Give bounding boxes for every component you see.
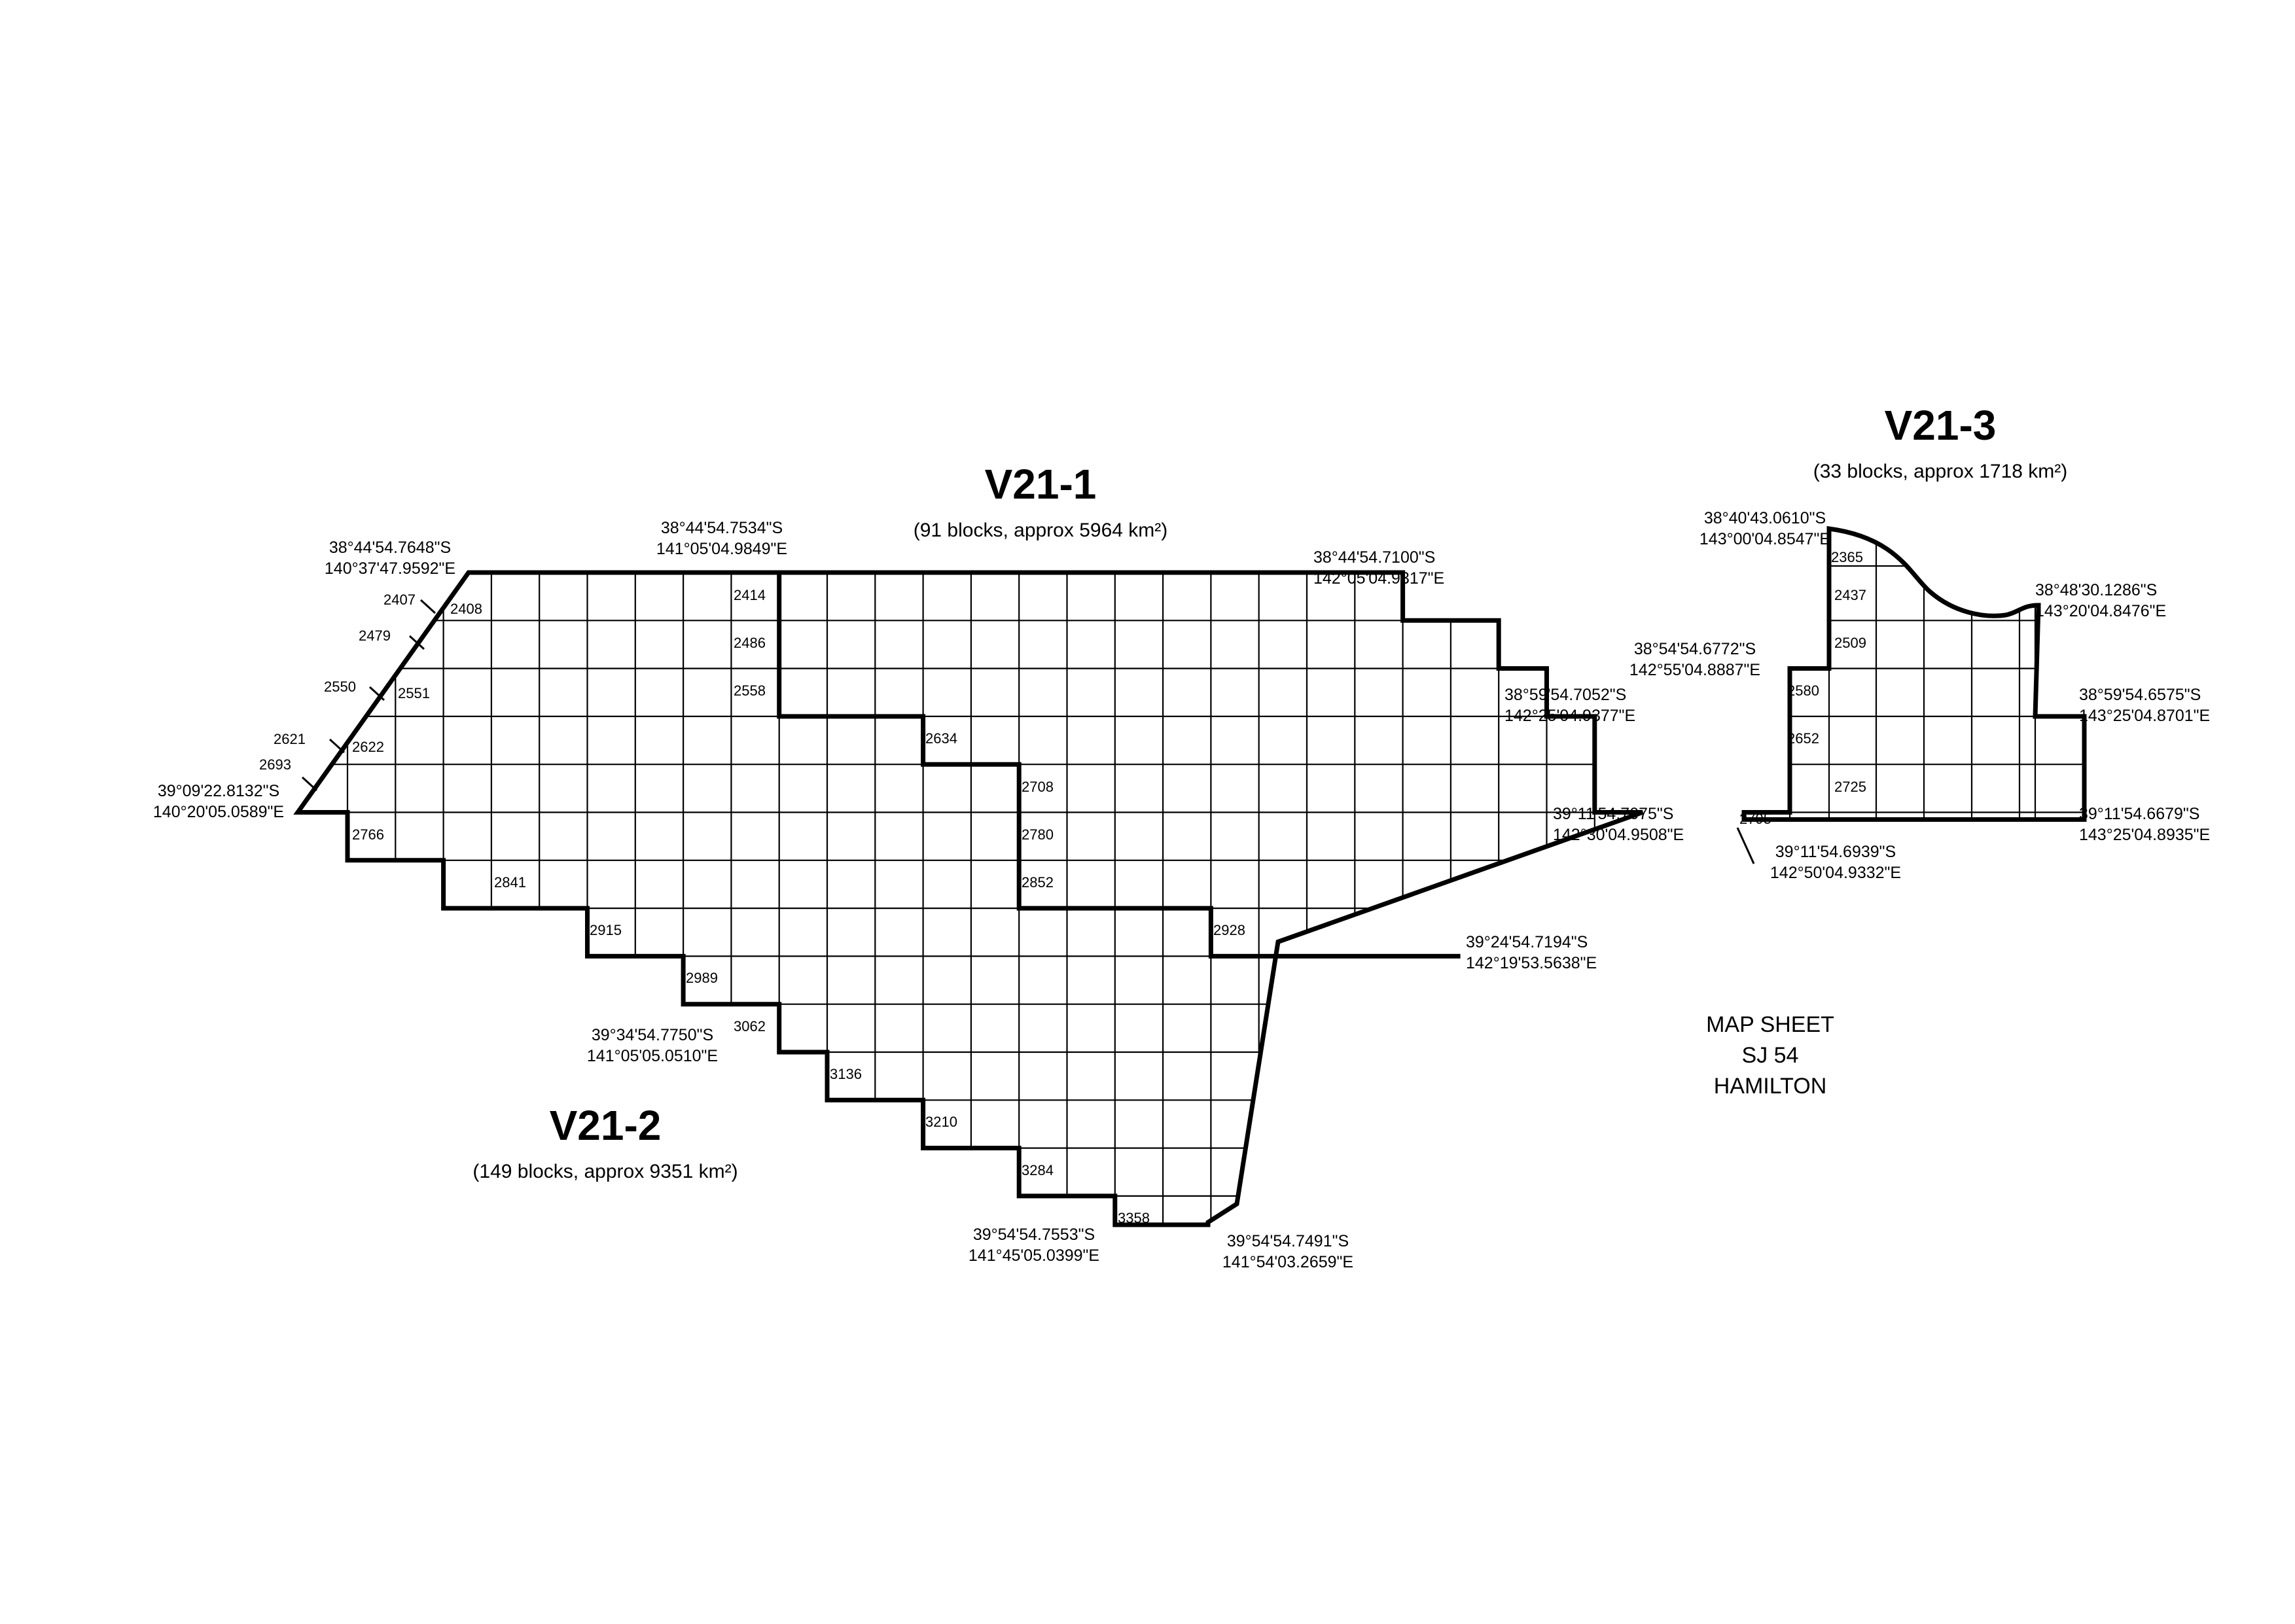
block-label: 2479 xyxy=(359,627,391,644)
block-label: 2766 xyxy=(352,826,384,843)
block-label: 2708 xyxy=(1022,779,1054,795)
area-subtitle-v21-3: (33 blocks, approx 1718 km²) xyxy=(1813,461,2068,482)
coord-c13-lat: 38°54'54.6772"S xyxy=(1634,640,1756,658)
coord-c8-lon: 141°05'05.0510"E xyxy=(587,1047,718,1065)
block-label: 2841 xyxy=(494,874,526,891)
area-title-v21-1: V21-1 xyxy=(985,461,1097,508)
coord-c12-lon: 143°20'04.8476"E xyxy=(2035,602,2166,620)
block-label: 3284 xyxy=(1022,1162,1054,1178)
coord-c5-lon: 142°30'04.9508"E xyxy=(1553,826,1684,844)
block-label: 2486 xyxy=(734,635,766,651)
block-label: 3358 xyxy=(1118,1210,1150,1226)
coord-c12-lat: 38°48'30.1286"S xyxy=(2035,581,2157,599)
coord-c1-lat: 38°44'54.7648"S xyxy=(329,538,451,557)
coord-c7-lat: 39°09'22.8132"S xyxy=(158,782,279,800)
coord-c9-lat: 39°54'54.7553"S xyxy=(973,1226,1095,1244)
block-label: 2408 xyxy=(450,601,482,617)
block-numbers: 2407 2408 2479 2550 2551 2621 2622 2693 … xyxy=(259,549,1866,1226)
block-label: 2509 xyxy=(1834,635,1866,651)
coord-c2-lat: 38°44'54.7534"S xyxy=(661,519,783,537)
block-label: 2365 xyxy=(1831,549,1863,565)
block-label: 2634 xyxy=(925,730,957,747)
block-label: 2414 xyxy=(734,587,766,603)
area-subtitle-v21-2: (149 blocks, approx 9351 km²) xyxy=(472,1161,738,1182)
corner-coordinates: 38°44'54.7648"S 140°37'47.9592"E 38°44'5… xyxy=(153,509,2210,1271)
area-outline-v21-3 xyxy=(1741,526,2087,822)
boundary-v21-1-v21-2 xyxy=(777,573,1461,959)
coord-c13-lon: 142°55'04.8887"E xyxy=(1629,661,1760,679)
block-label: 2852 xyxy=(1022,874,1054,891)
coord-c10-lon: 141°54'03.2659"E xyxy=(1222,1253,1353,1271)
block-label: 3062 xyxy=(734,1018,766,1034)
map-sheet-line2: SJ 54 xyxy=(1742,1043,1799,1068)
coord-c11-lon: 143°00'04.8547"E xyxy=(1699,530,1830,548)
coord-c3-lat: 38°44'54.7100"S xyxy=(1313,548,1435,567)
area-outline-main xyxy=(293,570,1644,1227)
coord-c1-lon: 140°37'47.9592"E xyxy=(325,559,455,578)
coord-c14-lon: 143°25'04.8701"E xyxy=(2079,707,2210,725)
block-label: 2795 xyxy=(1739,811,1771,827)
block-label: 2580 xyxy=(1787,682,1819,699)
block-label: 2558 xyxy=(734,682,766,699)
block-label: 2725 xyxy=(1834,779,1866,795)
coord-c5-lat: 39°11'54.7075"S xyxy=(1553,805,1673,823)
coord-c8-lat: 39°34'54.7750"S xyxy=(592,1026,713,1044)
block-label: 2407 xyxy=(383,591,416,608)
block-label: 3136 xyxy=(830,1066,862,1082)
block-label: 2437 xyxy=(1834,587,1866,603)
coord-c4-lat: 38°59'54.7052"S xyxy=(1504,686,1626,704)
block-label: 2550 xyxy=(324,679,356,695)
block-label: 2915 xyxy=(590,922,622,938)
coord-c3-lon: 142°05'04.9317"E xyxy=(1313,569,1444,588)
coord-c9-lon: 141°45'05.0399"E xyxy=(969,1246,1099,1265)
map-sheet-line1: MAP SHEET xyxy=(1706,1012,1834,1037)
block-label: 2989 xyxy=(686,970,718,986)
block-label: 2928 xyxy=(1213,922,1245,938)
block-label: 2551 xyxy=(398,685,430,701)
coord-c7-lon: 140°20'05.0589"E xyxy=(153,803,284,821)
block-label: 3210 xyxy=(925,1114,957,1130)
coord-c16-lat: 39°11'54.6939"S xyxy=(1775,843,1896,861)
coord-c15-lon: 143°25'04.8935"E xyxy=(2079,826,2210,844)
area-subtitle-v21-1: (91 blocks, approx 5964 km²) xyxy=(914,520,1168,541)
block-label: 2693 xyxy=(259,756,291,773)
block-label: 2652 xyxy=(1787,730,1819,747)
block-label: 2621 xyxy=(274,731,306,747)
edge-ticks xyxy=(301,599,1755,864)
coord-c11-lat: 38°40'43.0610"S xyxy=(1704,509,1826,527)
coord-c6-lon: 142°19'53.5638"E xyxy=(1466,954,1597,972)
coord-c6-lat: 39°24'54.7194"S xyxy=(1466,933,1588,951)
map-sheet-line3: HAMILTON xyxy=(1714,1074,1827,1099)
block-label: 2622 xyxy=(352,739,384,755)
area-title-v21-2: V21-2 xyxy=(550,1102,662,1149)
coord-c16-lon: 142°50'04.9332"E xyxy=(1770,864,1901,882)
coord-c4-lon: 142°25'04.9377"E xyxy=(1504,707,1635,725)
coord-c2-lon: 141°05'04.9849"E xyxy=(656,540,787,558)
area-title-v21-3: V21-3 xyxy=(1885,402,1997,449)
block-label: 2780 xyxy=(1022,826,1054,843)
coord-c14-lat: 38°59'54.6575"S xyxy=(2079,686,2201,704)
coord-c10-lat: 39°54'54.7491"S xyxy=(1227,1232,1349,1250)
coord-c15-lat: 39°11'54.6679"S xyxy=(2079,805,2199,823)
